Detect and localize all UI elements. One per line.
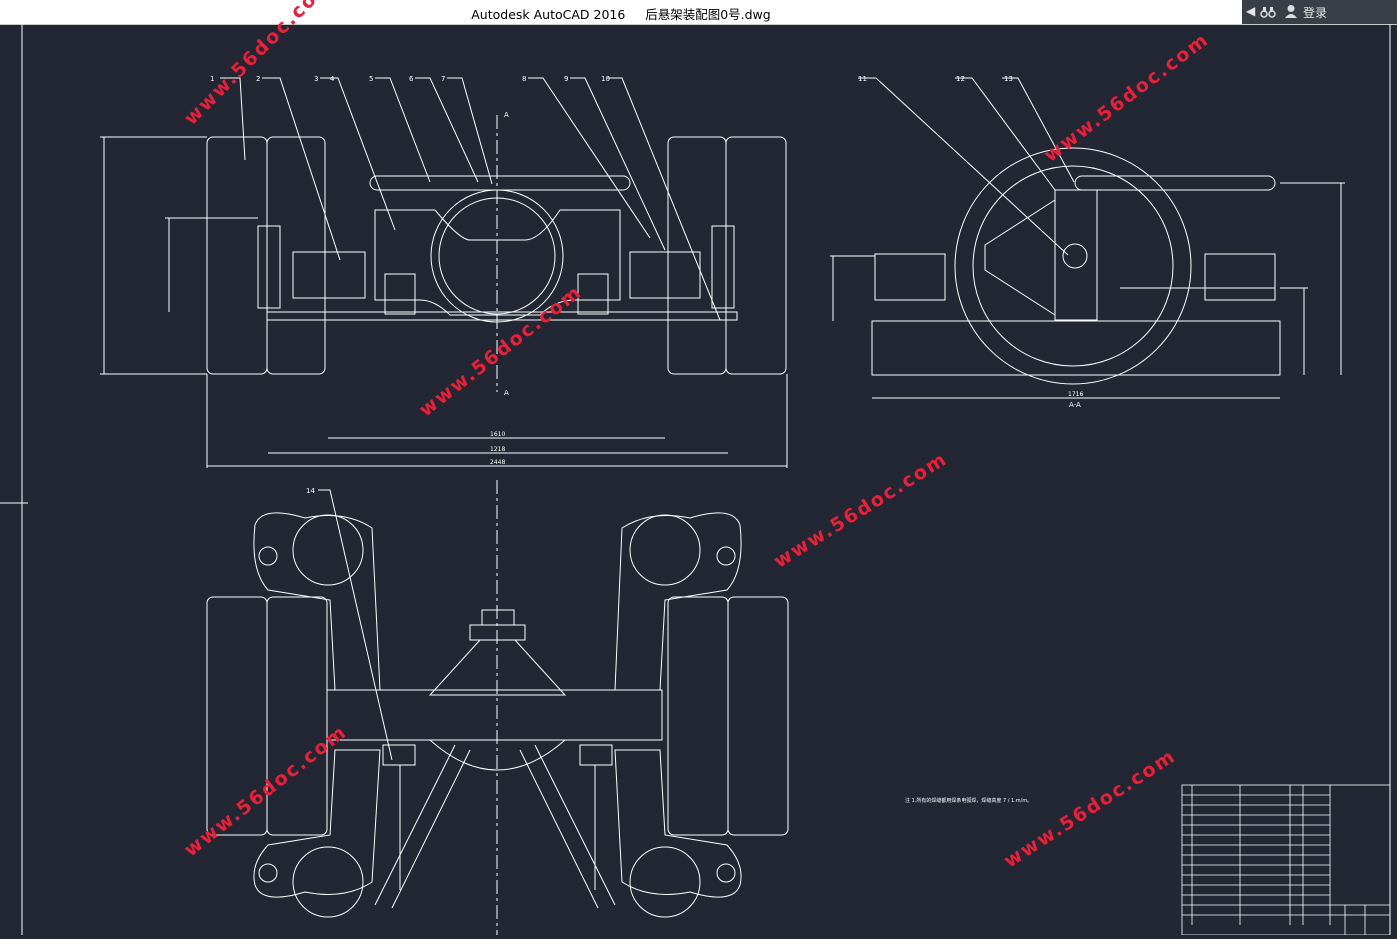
drawing-note: 注 1.所有的焊缝都用焊条电弧焊，焊缝高度 7 / 1.m/m。 [905,797,1032,804]
svg-text:6: 6 [409,75,414,83]
dim-1218: 1218 [490,446,505,453]
dim-2448: 2448 [490,459,505,466]
svg-text:3: 3 [314,75,318,83]
binoculars-icon[interactable] [1260,5,1276,19]
dim-1610: 1610 [490,431,505,438]
account-area[interactable]: ◀ 登录 [1242,0,1397,24]
plan-view [206,480,789,935]
dim-1716: 1716 [1068,391,1083,398]
svg-text:2: 2 [256,75,260,83]
svg-text:12: 12 [956,75,965,83]
title-block [1181,784,1391,936]
window-title: Autodesk AutoCAD 2016 后悬架装配图0号.dwg [471,7,771,22]
svg-text:10: 10 [601,75,610,83]
login-button[interactable]: 登录 [1303,6,1328,20]
callout-14: 14 [306,487,315,495]
side-view [830,77,1345,399]
svg-text:7: 7 [441,75,445,83]
svg-text:11: 11 [858,75,867,83]
top-view [100,77,788,468]
section-mark-bottom: A [504,389,509,397]
section-mark-top: A [504,111,509,119]
title-bar: Autodesk AutoCAD 2016 后悬架装配图0号.dwg ◀ 登录 [0,0,1397,25]
svg-text:4: 4 [330,75,335,83]
svg-text:9: 9 [564,75,568,83]
svg-text:5: 5 [369,75,373,83]
svg-text:8: 8 [522,75,526,83]
section-label: A-A [1069,401,1081,409]
svg-text:13: 13 [1004,75,1013,83]
callout-1: 1 [210,75,214,83]
collapse-arrow-icon[interactable]: ◀ [1246,4,1256,18]
user-icon[interactable] [1284,4,1298,19]
